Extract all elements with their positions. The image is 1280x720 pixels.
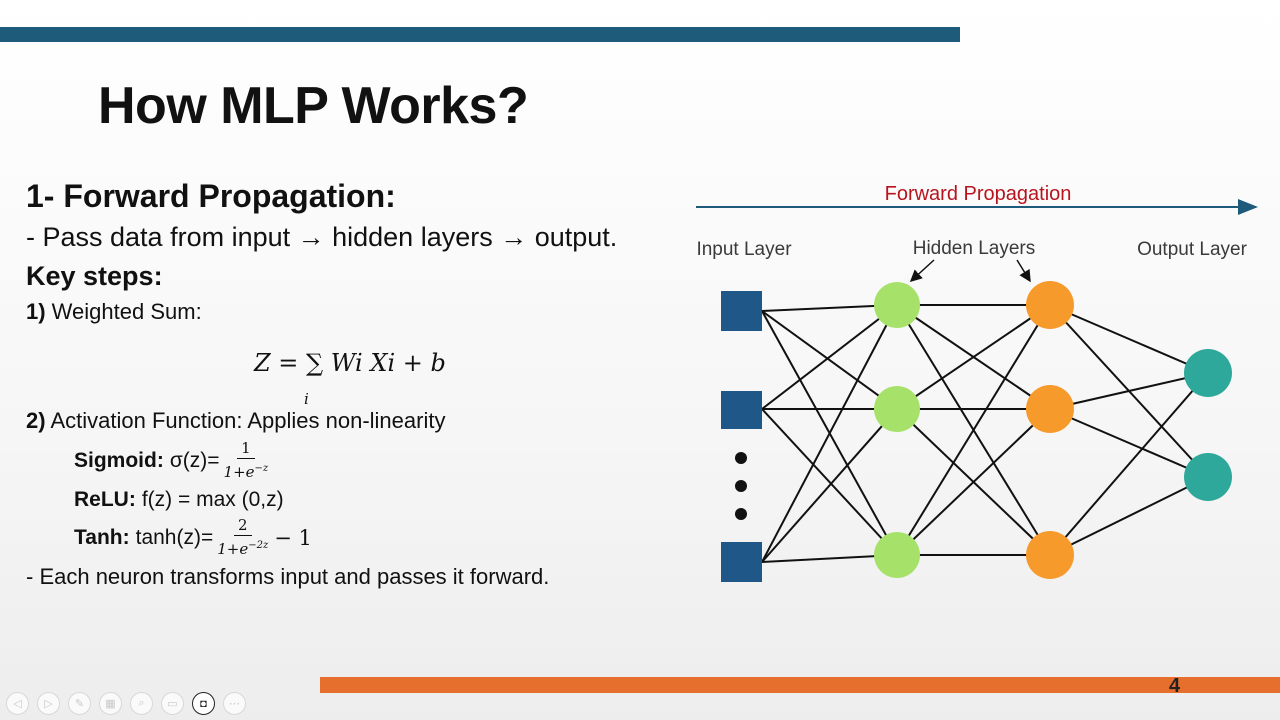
edge [1049,372,1209,410]
tanh-tail: − 1 [274,525,312,550]
hidden-layers-label: Hidden Layers [913,238,1036,259]
edge [761,310,898,410]
edge [761,304,898,410]
edge [1049,408,1209,478]
input-layer-label: Input Layer [696,239,792,260]
hidden2-neuron-1 [1026,281,1074,329]
output-neuron-2 [1184,453,1232,501]
previous-icon[interactable]: ◁ [6,692,29,715]
edge [1049,476,1209,556]
summation-index: i [304,390,309,406]
slide-number: 4 [1169,675,1181,697]
section-heading: 1- Forward Propagation: [26,178,396,214]
edge [896,408,1051,556]
weighted-sum-formula: Z = ∑ Wi Xi + b i [253,349,446,406]
ellipsis-dot [735,452,747,464]
tanh-numerator: 2 [233,517,252,536]
sigmoid-fraction: 1 1+e−z [224,440,269,481]
hidden1-neuron-2 [874,386,920,432]
input-neuron-3 [721,542,762,582]
tanh-expression: tanh(z)= [135,525,214,549]
connections [761,304,1209,563]
sigmoid-row: Sigmoid: σ(z)= 1 1+e−z [74,440,268,481]
tanh-label: Tanh: [74,525,130,549]
hidden2-neuron-2 [1026,385,1074,433]
edge [761,304,898,563]
edge [1049,372,1209,556]
sigmoid-expression: σ(z)= [169,448,220,472]
edge [1049,304,1209,374]
tanh-row: Tanh: tanh(z)= 2 1+e−2z − 1 [74,517,312,558]
zoom-icon[interactable]: ⌕ [130,692,153,715]
slides-grid-icon[interactable]: ▦ [99,692,122,715]
next-icon[interactable]: ▷ [37,692,60,715]
relu-label: ReLU: [74,488,136,511]
input-neuron-1 [721,291,762,331]
sigmoid-label: Sigmoid: [74,448,164,472]
output-neuron-1 [1184,349,1232,397]
forward-propagation-label: Forward Propagation [885,183,1072,205]
closing-text: - Each neuron transforms input and passe… [26,564,550,589]
subtitles-icon[interactable]: ▭ [161,692,184,715]
bottom-accent-bar [320,677,1280,693]
hidden-pointer-right [1016,259,1031,283]
step-2: 2) Activation Function: Applies non-line… [26,408,445,434]
hidden2-neuron-3 [1026,531,1074,579]
edge [896,304,1051,556]
slide-title: How MLP Works? [98,77,529,135]
edge [761,408,898,563]
key-steps-heading: Key steps: [26,261,163,291]
pen-icon[interactable]: ✎ [68,692,91,715]
tanh-fraction: 2 1+e−2z [217,517,268,558]
step-2-text: Activation Function: Applies non-lineari… [45,408,446,433]
step-1-text: Weighted Sum: [45,299,202,324]
output-layer-label: Output Layer [1137,239,1248,260]
hidden1-neuron-1 [874,282,920,328]
step-2-number: 2) [26,408,46,433]
step-1: 1) Weighted Sum: [26,299,202,325]
relu-row: ReLU: f(z) = max (0,z) [74,488,284,512]
edge [896,304,1051,410]
hidden-pointer-left [909,259,935,283]
step-1-number: 1) [26,299,46,324]
sigmoid-denominator: 1+e−z [223,463,269,481]
mlp-network-diagram: Forward Propagation Input Layer Hidden L… [696,183,1258,582]
tanh-denominator: 1+e−2z [217,540,269,558]
weighted-sum-expression: Z = ∑ Wi Xi + b [253,349,446,377]
top-accent-bar [0,27,960,42]
description-text: - Pass data from input → hidden layers →… [26,222,618,252]
camera-icon[interactable]: ◘ [192,692,215,715]
more-options-icon[interactable]: ⋯ [223,692,246,715]
sigmoid-numerator: 1 [237,440,255,459]
relu-expression: f(z) = max (0,z) [141,488,284,511]
ellipsis-dot [735,508,747,520]
presentation-controls: ◁ ▷ ✎ ▦ ⌕ ▭ ◘ ⋯ [6,692,246,715]
input-neuron-2 [721,391,762,429]
hidden1-neuron-3 [874,532,920,578]
ellipsis-dot [735,480,747,492]
edge [761,408,898,556]
